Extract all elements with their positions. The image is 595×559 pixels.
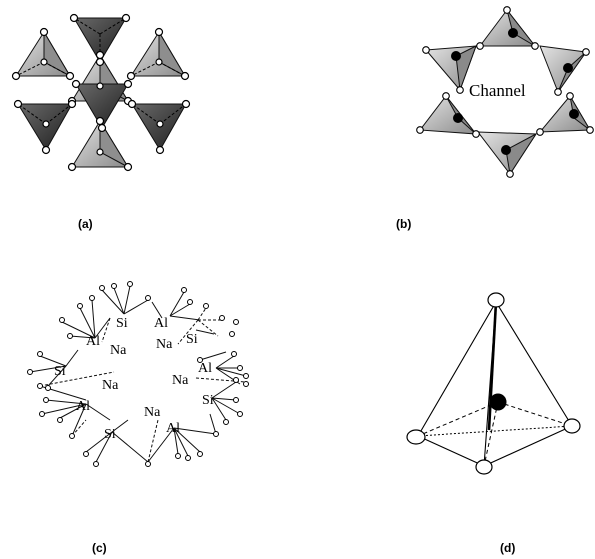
atom-si: Si [54,364,66,379]
panel-b-label: (b) [396,217,411,231]
right-oxygen [563,418,581,434]
tetrahedron-b-upper-left [424,44,477,91]
panel-c-oxygen-atoms [27,281,249,467]
panel-a-label: (a) [78,217,93,231]
atom-si: Si [116,316,128,331]
left-oxygen [406,429,426,445]
tetrahedron-light-bottom [71,119,130,169]
atom-na: Na [156,337,173,352]
tetrahedron-b-lower-right [538,95,591,133]
atom-al: Al [166,421,180,436]
atom-na: Na [102,378,119,393]
atom-si: Si [202,393,214,408]
atom-al: Al [86,334,100,349]
tetrahedron-b-top [479,9,537,47]
atom-al: Al [154,316,168,331]
atom-si: Si [186,332,198,347]
atom-na: Na [110,343,127,358]
atom-al: Al [76,399,90,414]
apex-oxygen [487,292,505,308]
tetrahedron-b-upper-right [539,45,587,94]
tetrahedron-b-lower-left [419,95,478,135]
central-atom [489,393,507,411]
atom-na: Na [144,405,161,420]
tetrahedron-light-top-right [130,30,187,78]
atom-al: Al [198,361,212,376]
tetrahedron-light-top-left [15,30,72,78]
atom-na: Na [172,373,189,388]
atom-si: Si [104,427,116,442]
panel-d-label: (d) [500,541,515,555]
panel-d-tetrahedron [406,292,581,475]
channel-label: Channel [469,81,526,100]
panel-a-structure [11,13,191,172]
panel-c-label: (c) [92,541,107,555]
front-oxygen [475,459,493,475]
panel-b-ring [416,6,594,178]
